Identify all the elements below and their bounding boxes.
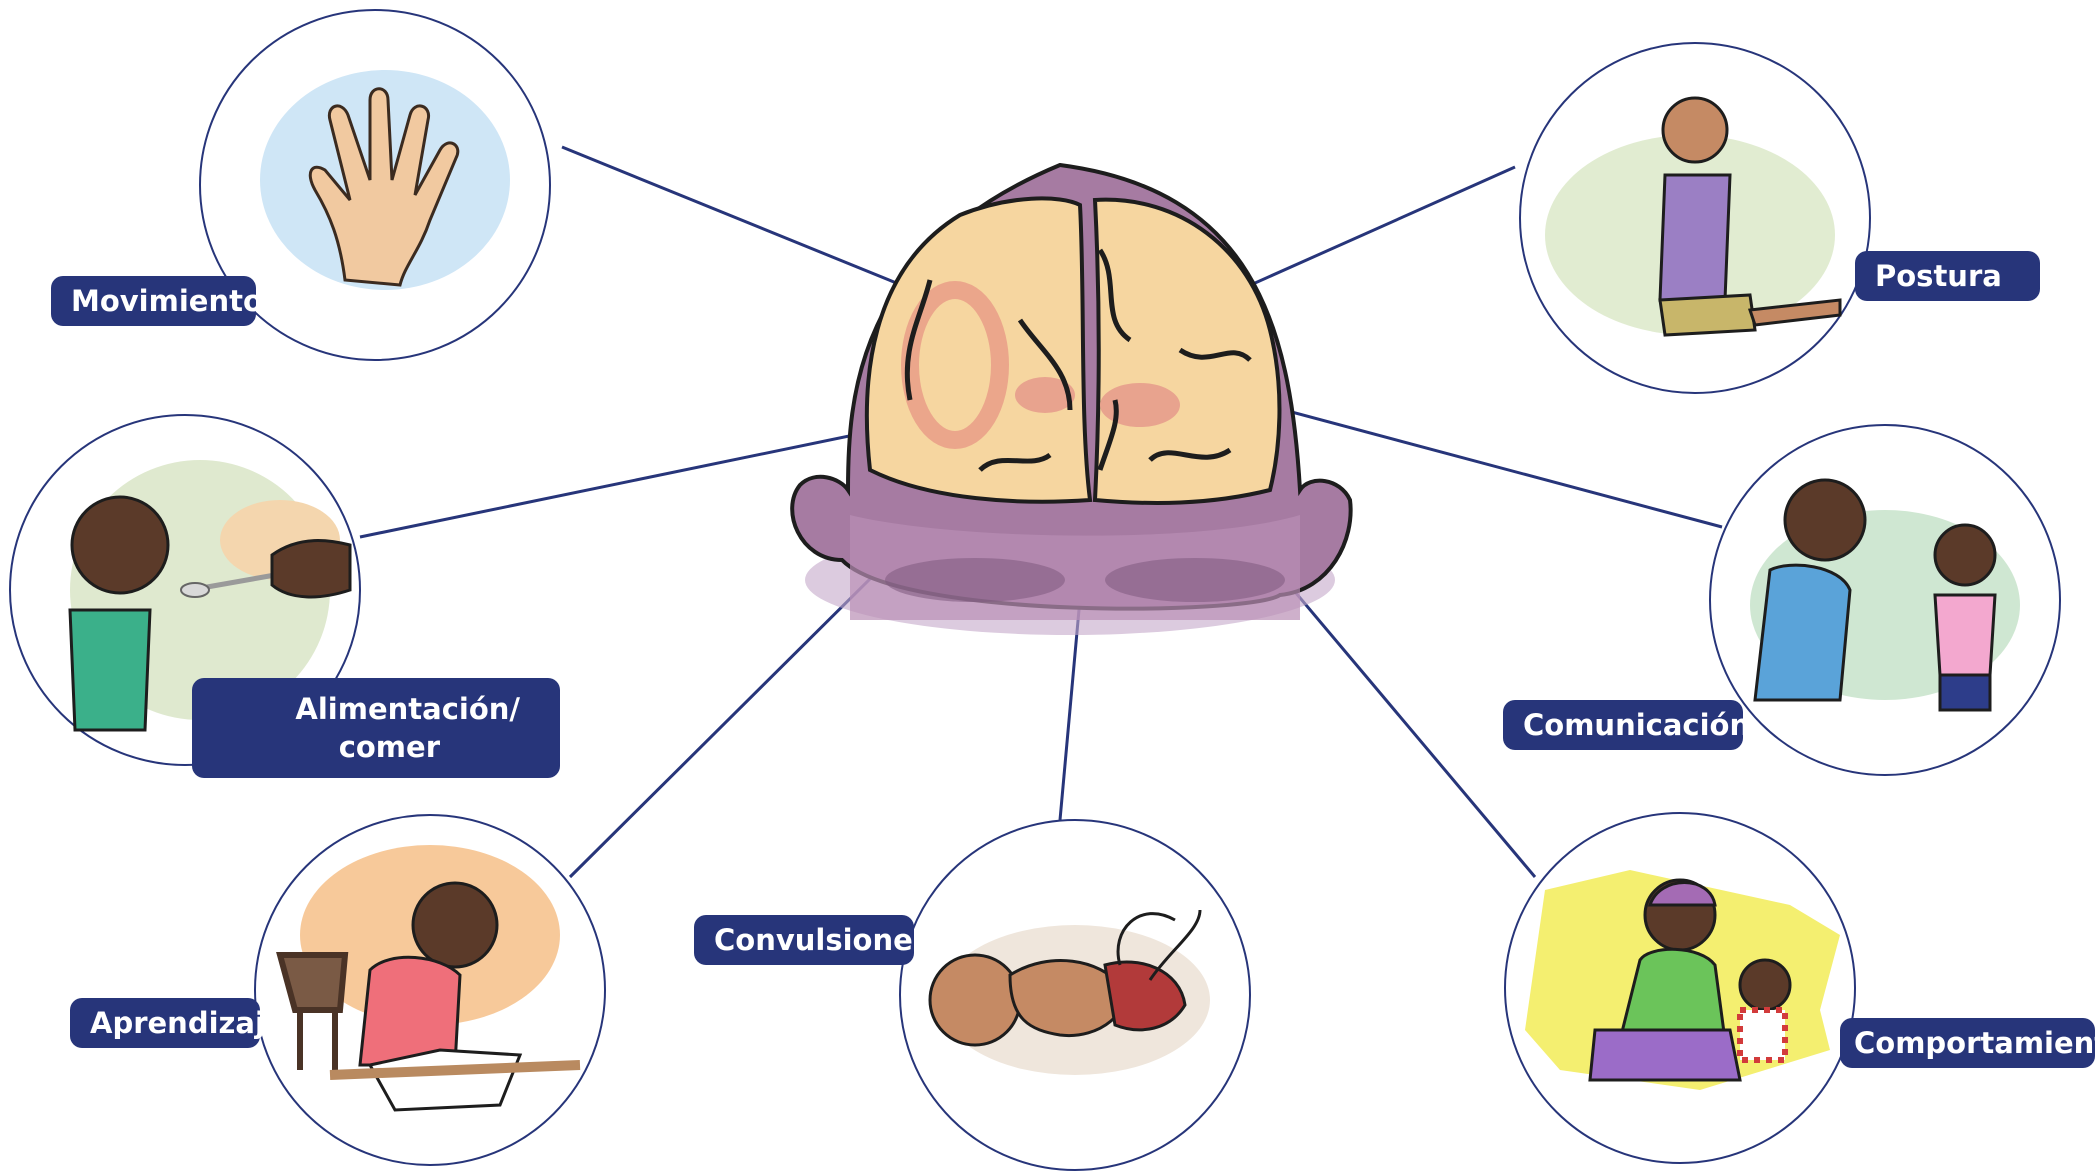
label-movimiento-text: Movimiento [71, 283, 263, 319]
circle-comportamiento [1505, 813, 1855, 1163]
feeding-hand-icon [272, 541, 350, 597]
sitting-child-shorts [1660, 295, 1755, 335]
listening-child-head [1935, 525, 1995, 585]
eye-right-shading [1105, 558, 1285, 602]
toddler-shirt [1740, 1010, 1785, 1060]
eye-left-shading [885, 558, 1065, 602]
baby-head [930, 955, 1020, 1045]
label-alimentacion-line1: Alimentación/ [295, 690, 520, 728]
label-comunicacion: Comunicación [1503, 700, 1743, 750]
label-alimentacion-line2: comer [339, 728, 440, 766]
adult-head [1785, 480, 1865, 560]
child-head [72, 497, 168, 593]
brain-head-illustration [792, 165, 1350, 635]
spoon-bowl [181, 583, 209, 597]
book-icon [370, 1050, 520, 1110]
label-convulsiones: Convulsiones [694, 915, 914, 965]
label-comunicacion-text: Comunicación [1523, 707, 1750, 743]
circle-aprendizaje [255, 815, 605, 1165]
brain-lesion-right [1100, 383, 1180, 427]
label-movimiento: Movimiento [51, 276, 256, 326]
label-comportamiento: Comportamiento [1840, 1018, 2095, 1068]
sitting-child-head [1663, 98, 1727, 162]
label-postura: Postura [1855, 251, 2040, 301]
label-alimentacion: Alimentación/ comer [192, 678, 560, 778]
listening-child-shorts [1940, 675, 1990, 710]
student-head [413, 883, 497, 967]
label-comportamiento-text: Comportamiento [1854, 1025, 2100, 1061]
circle-postura [1520, 43, 1870, 393]
brain-left-hemisphere [867, 198, 1090, 501]
child-shirt [70, 610, 150, 730]
circle-convulsiones [900, 820, 1250, 1170]
circle-comunicacion [1710, 425, 2060, 775]
listening-child-shirt [1935, 595, 1995, 675]
mother-skirt [1590, 1030, 1740, 1080]
label-convulsiones-text: Convulsiones [714, 922, 930, 958]
label-aprendizaje-text: Aprendizaje [90, 1005, 285, 1041]
label-postura-text: Postura [1875, 258, 2002, 294]
sitting-child-shirt [1660, 175, 1730, 300]
toddler-head [1740, 960, 1790, 1010]
label-aprendizaje: Aprendizaje [70, 998, 260, 1048]
adult-shirt [1755, 565, 1850, 700]
